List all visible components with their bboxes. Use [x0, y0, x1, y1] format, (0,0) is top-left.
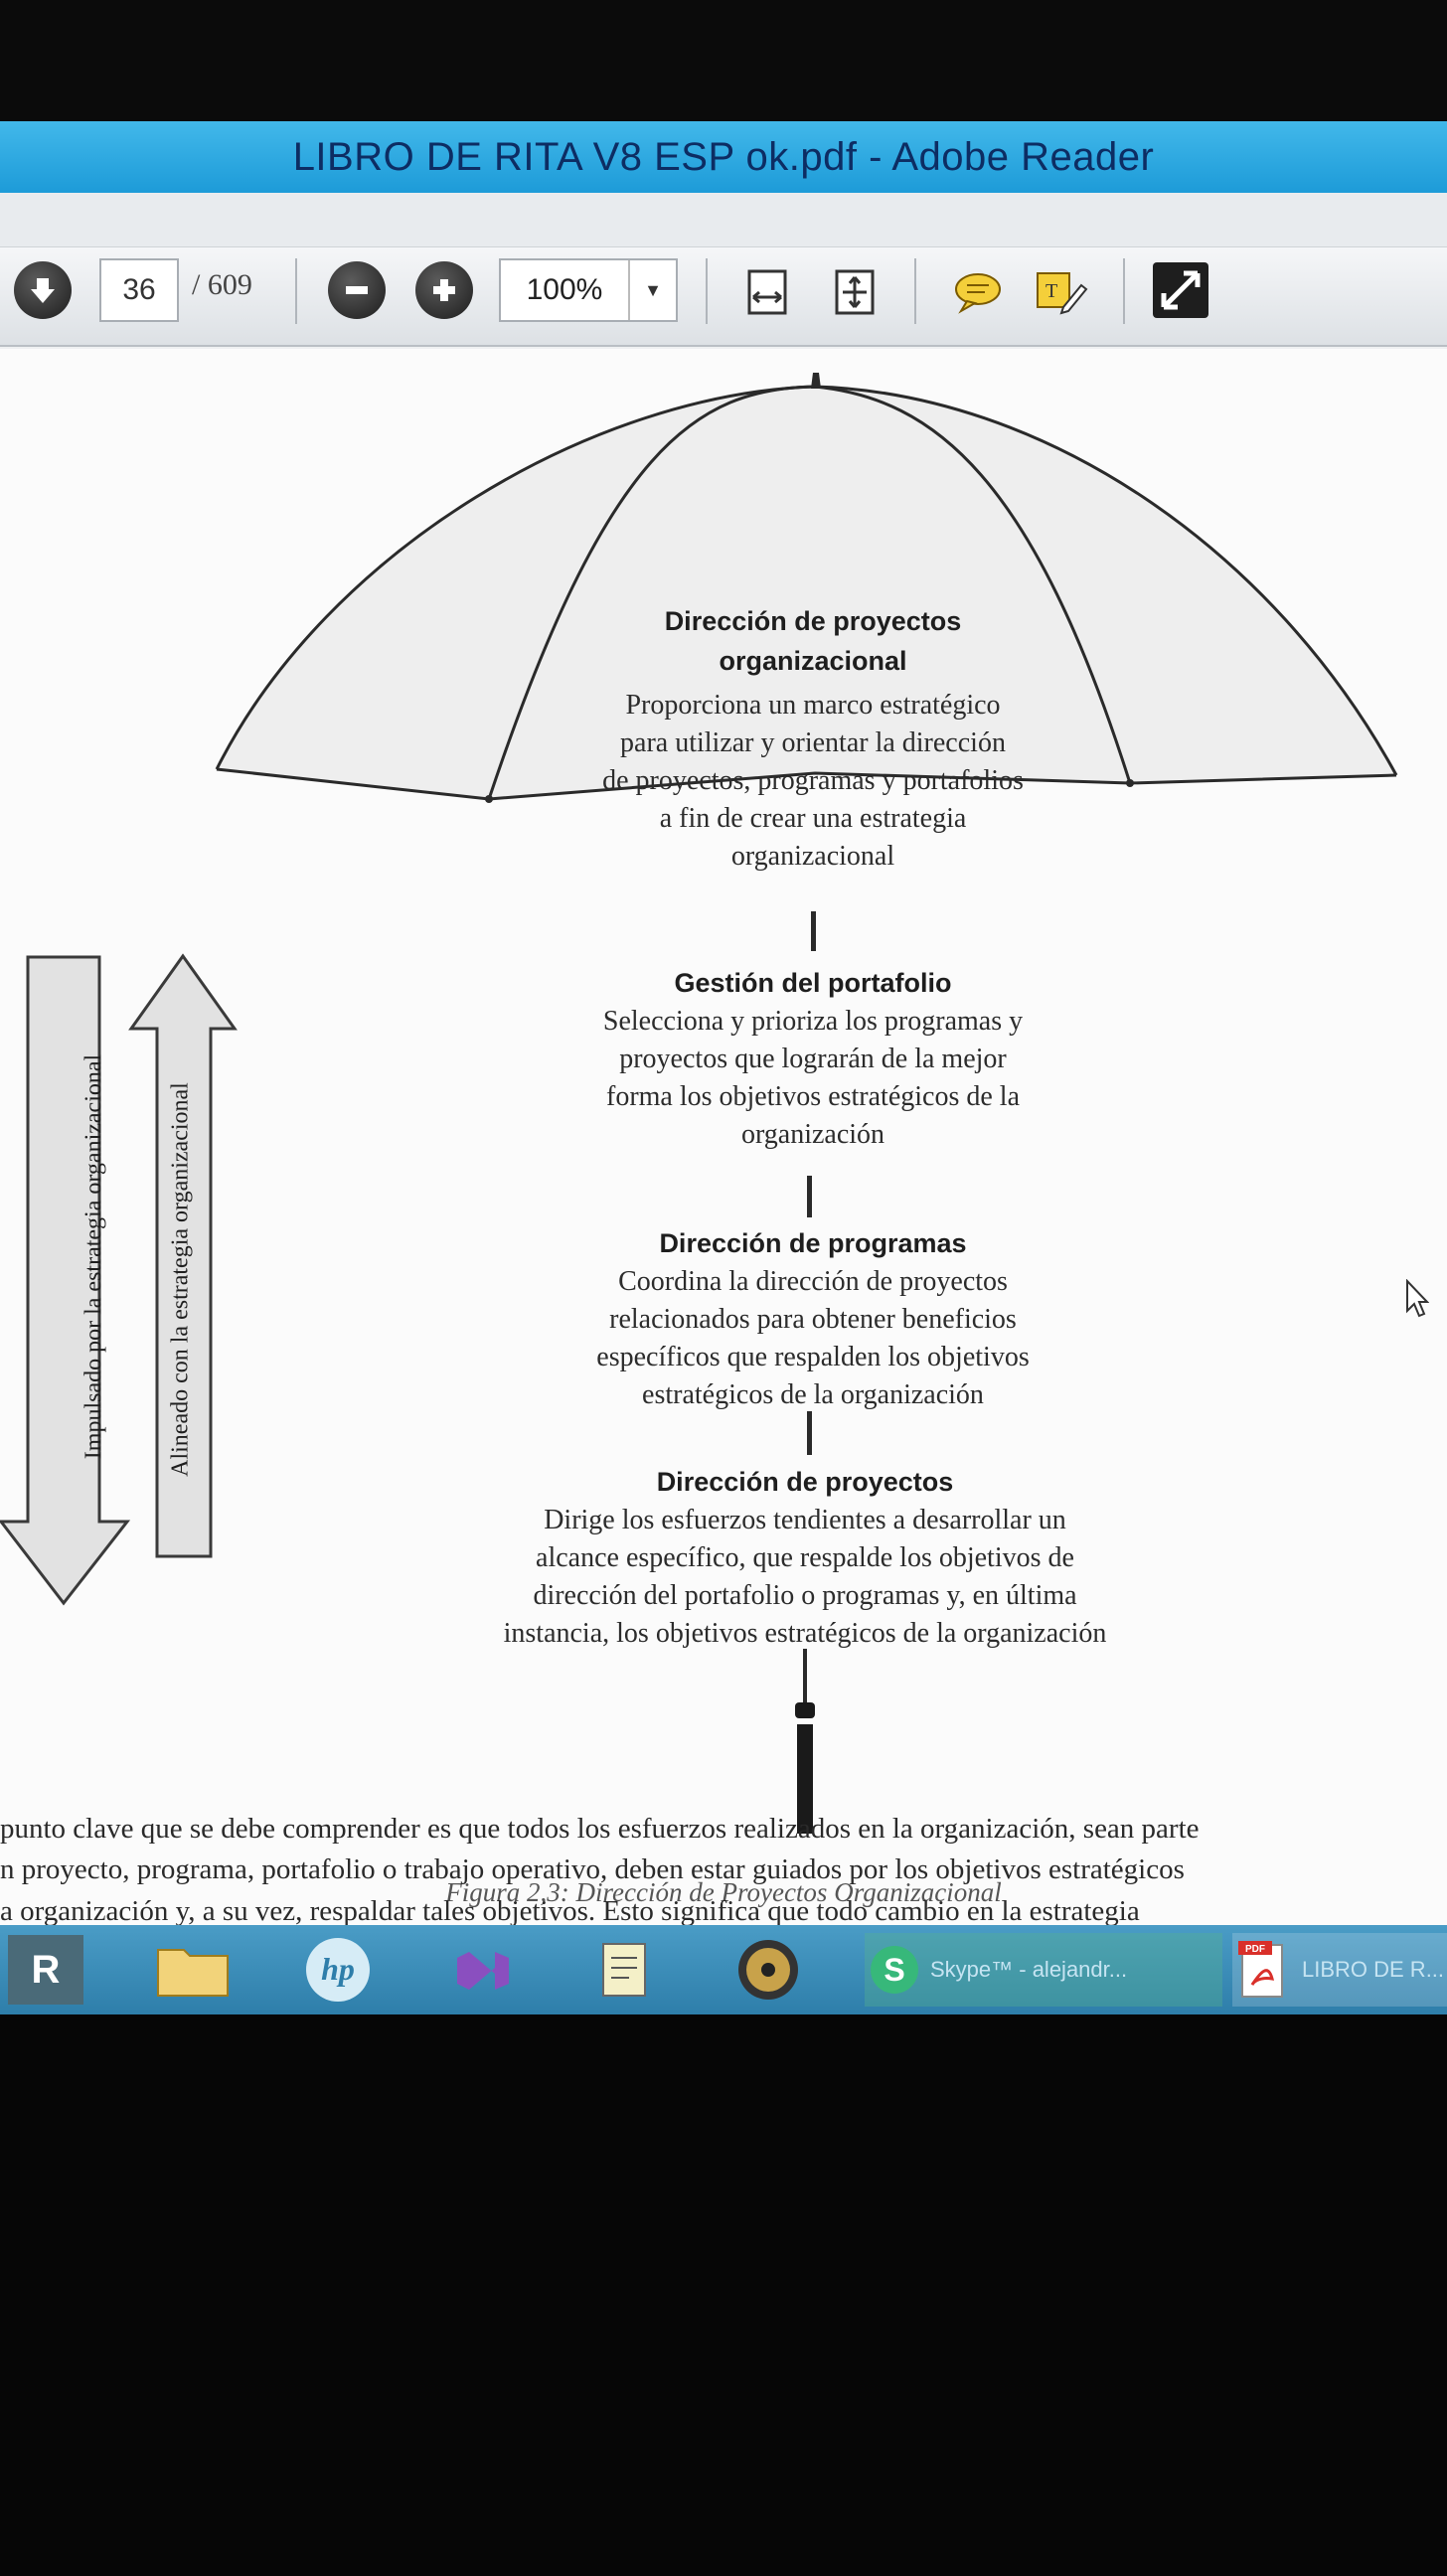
taskbar: R hp S — [0, 1925, 1447, 2014]
monitor-screen: LIBRO DE RITA V8 ESP ok.pdf - Adobe Read… — [0, 121, 1447, 2014]
pdf-icon: PDF — [1232, 1935, 1296, 2005]
folder-icon — [155, 1935, 231, 2005]
umbrella-desc-line: para utilizar y orientar la dirección — [620, 727, 1006, 758]
fit-page-button[interactable] — [827, 264, 883, 320]
minus-icon — [346, 286, 368, 294]
document-page[interactable]: Impulsado por la estrategia organizacion… — [0, 349, 1447, 1925]
toolbar-separator — [1123, 258, 1125, 324]
camera-frame-bottom — [0, 2014, 1447, 2576]
skype-icon: S — [865, 1935, 924, 2005]
programs-line: relacionados para obtener beneficios — [609, 1304, 1017, 1335]
projects-line: alcance específico, que respalde los obj… — [536, 1542, 1074, 1573]
page-number-input[interactable]: 36 — [99, 258, 179, 322]
projects-line: Dirige los esfuerzos tendientes a desarr… — [544, 1505, 1066, 1535]
programs-block: Dirección de programas Coordina la direc… — [515, 1223, 1111, 1414]
fit-width-icon — [747, 269, 787, 315]
body-text-line: n proyecto, programa, portafolio o traba… — [0, 1853, 1185, 1885]
programs-line: específicos que respalden los objetivos — [596, 1342, 1030, 1372]
hp-logo-icon: hp — [300, 1935, 376, 2005]
umbrella-desc-line: organizacional — [730, 841, 895, 872]
fit-width-button[interactable] — [739, 264, 795, 320]
arrow-up-label: Alineado con la estrategia organizaciona… — [167, 1082, 194, 1477]
menu-bar — [0, 193, 1447, 247]
visual-studio-icon — [445, 1935, 521, 2005]
body-text-line: punto clave que se debe comprender es qu… — [0, 1813, 1200, 1845]
taskbar-skype[interactable]: S Skype™ - alejandr... — [865, 1933, 1222, 2007]
taskbar-visual-studio[interactable] — [445, 1933, 521, 2007]
typewriter-pen-icon: T — [1037, 272, 1088, 315]
skype-label: Skype™ - alejandr... — [930, 1957, 1128, 1982]
window-title: LIBRO DE RITA V8 ESP ok.pdf - Adobe Read… — [292, 134, 1155, 179]
programs-line: Coordina la dirección de proyectos — [618, 1266, 1008, 1297]
projects-block: Dirección de proyectos Dirige los esfuer… — [427, 1462, 1183, 1653]
taskbar-media-player[interactable] — [730, 1933, 806, 2007]
projects-line: dirección del portafolio o programas y, … — [533, 1580, 1077, 1611]
taskbar-adobe-reader[interactable]: PDF LIBRO DE R... — [1232, 1933, 1447, 2007]
svg-text:T: T — [1045, 280, 1057, 302]
notepad-icon — [586, 1935, 662, 2005]
plus-icon — [433, 279, 455, 301]
umbrella-desc-line: a fin de crear una estrategia — [659, 803, 967, 834]
umbrella-title-line-2: organizacional — [719, 646, 907, 676]
zoom-value: 100% — [526, 273, 603, 306]
body-text-line: a organización y, a su vez, respaldar ta… — [0, 1895, 1140, 1927]
toolbar-separator — [295, 258, 297, 324]
portfolio-title: Gestión del portafolio — [674, 968, 952, 998]
camera-frame-top — [0, 0, 1447, 121]
mouse-cursor-icon — [1406, 1279, 1429, 1318]
next-page-button[interactable] — [14, 261, 72, 319]
comment-button[interactable] — [950, 264, 1006, 320]
portfolio-line: forma los objetivos estratégicos de la — [606, 1081, 1020, 1112]
page-total: / 609 — [192, 268, 252, 301]
fit-page-icon — [835, 269, 875, 315]
window-title-bar[interactable]: LIBRO DE RITA V8 ESP ok.pdf - Adobe Read… — [0, 121, 1447, 193]
portfolio-line: proyectos que lograrán de la mejor — [619, 1044, 1007, 1074]
zoom-in-button[interactable] — [415, 261, 473, 319]
taskbar-notepad[interactable] — [586, 1933, 662, 2007]
umbrella-text-block: Dirección de proyectos organizacional — [515, 601, 1111, 681]
fullscreen-button[interactable] — [1153, 262, 1208, 318]
taskbar-hp[interactable]: hp — [300, 1933, 376, 2007]
expand-icon — [1161, 270, 1201, 310]
umbrella-description: Proporciona un marco estratégico para ut… — [515, 687, 1111, 876]
sign-button[interactable]: T — [1034, 264, 1089, 320]
toolbar-separator — [914, 258, 916, 324]
programs-line: estratégicos de la organización — [642, 1379, 984, 1410]
umbrella-diagram — [0, 373, 1398, 1834]
portfolio-block: Gestión del portafolio Selecciona y prio… — [515, 963, 1111, 1154]
svg-text:hp: hp — [321, 1951, 355, 1987]
comment-icon — [955, 273, 1001, 314]
zoom-select[interactable]: 100% ▼ — [499, 258, 678, 322]
disc-icon — [730, 1935, 806, 2005]
taskbar-file-explorer[interactable] — [155, 1933, 231, 2007]
projects-title: Dirección de proyectos — [656, 1467, 954, 1497]
programs-title: Dirección de programas — [659, 1228, 967, 1258]
taskbar-app-r[interactable]: R — [8, 1933, 83, 2007]
portfolio-line: organización — [740, 1119, 885, 1150]
umbrella-desc-line: de proyectos, programas y portafolios — [602, 765, 1024, 796]
umbrella-title-line-1: Dirección de proyectos — [664, 606, 962, 636]
projects-line: instancia, los objetivos estratégicos de… — [503, 1618, 1107, 1649]
zoom-out-button[interactable] — [328, 261, 386, 319]
svg-text:PDF: PDF — [1245, 1944, 1265, 1955]
umbrella-desc-line: Proporciona un marco estratégico — [625, 690, 1001, 721]
toolbar-separator — [706, 258, 708, 324]
r-app-icon: R — [8, 1935, 83, 2005]
portfolio-line: Selecciona y prioriza los programas y — [602, 1006, 1024, 1037]
chevron-down-icon[interactable]: ▼ — [628, 260, 676, 320]
pdf-label: LIBRO DE R... — [1302, 1957, 1445, 1982]
svg-text:S: S — [884, 1952, 904, 1988]
arrow-down-icon — [31, 278, 55, 303]
arrow-down-label: Impulsado por la estrategia organizacion… — [80, 1053, 107, 1460]
figure-caption: Figura 2,3: Dirección de Proyectos Organ… — [445, 1877, 1002, 1907]
